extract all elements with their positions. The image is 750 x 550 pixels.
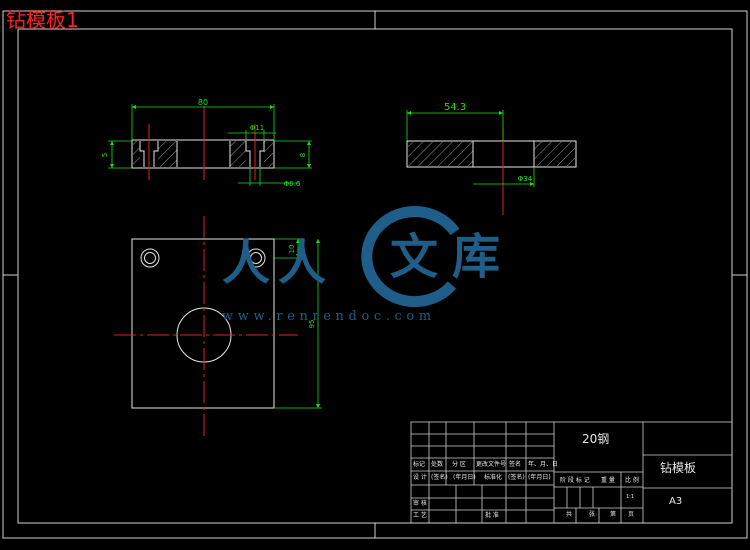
- dim-hole-6-6: Φ6.6: [284, 180, 301, 188]
- dim-hole-11: Φ11: [250, 124, 264, 132]
- part-name-label: 钻模板: [660, 461, 697, 475]
- watermark-char-4: 库: [452, 229, 501, 285]
- material-label: 20钢: [582, 432, 610, 446]
- sheets-total: 共: [566, 511, 573, 518]
- dim-10: 10: [288, 245, 296, 254]
- dim-80: 80: [198, 98, 208, 107]
- header-zone: 分 区: [452, 461, 466, 468]
- dim-8: 8: [299, 153, 307, 157]
- standardize-label: 标准化: [484, 474, 503, 481]
- design-sign: (签名): [431, 474, 448, 481]
- standardize-sign: (签名): [508, 474, 525, 481]
- header-mark: 标记: [413, 461, 426, 468]
- watermark-logo: [361, 206, 460, 308]
- ratio-label: 比 例: [625, 477, 639, 484]
- design-label: 设 计: [413, 474, 427, 481]
- design-date: (年月日): [453, 474, 476, 481]
- watermark-url: www.renrendoc.com: [222, 309, 436, 324]
- title-block: [410, 421, 733, 524]
- dim-54-3: 54.3: [444, 102, 466, 113]
- watermark-char-1: 人: [222, 235, 271, 291]
- plan-view: [114, 216, 298, 437]
- header-change-doc: 更改文件号: [476, 461, 507, 468]
- process-label: 工 艺: [413, 512, 427, 519]
- header-signature: 签名: [509, 461, 522, 468]
- header-date: 年、月、日: [528, 461, 559, 468]
- front-section-view: [131, 106, 275, 180]
- review-label: 审 核: [413, 500, 427, 507]
- scale-label: 1:1: [626, 494, 635, 500]
- standardize-date: (年月日): [528, 474, 551, 481]
- dimension-text: 80 Φ11 5 8 Φ6.6 54.3 Φ34 10 95: [101, 98, 533, 328]
- dim-bore-34: Φ34: [518, 175, 533, 183]
- watermark-char-2: 人: [278, 235, 327, 291]
- sheets-unit: 张: [589, 511, 596, 518]
- page-unit: 页: [628, 511, 635, 518]
- dim-5: 5: [101, 153, 109, 157]
- dimension-lines: [108, 104, 535, 409]
- weight-label: 重 量: [601, 477, 615, 484]
- stage-mark-label: 阶 段 标 记: [560, 477, 590, 484]
- document-title: 钻模板1: [6, 8, 79, 32]
- watermark-char-3: 文: [390, 229, 439, 285]
- sheet-size-label: A3: [669, 496, 683, 507]
- centering-marks: [3, 11, 747, 538]
- approve-label: 批 准: [485, 512, 499, 519]
- page-prefix: 第: [610, 511, 617, 518]
- dim-95: 95: [308, 320, 316, 329]
- side-section-view: [406, 128, 577, 215]
- header-count: 处数: [431, 461, 444, 468]
